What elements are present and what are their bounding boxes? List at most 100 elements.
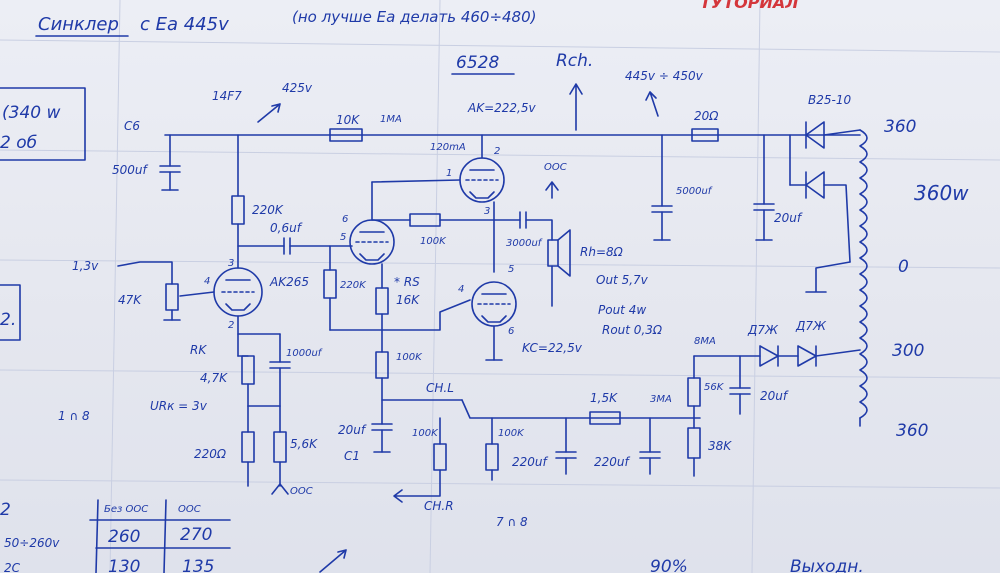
resistor-56k (687, 377, 701, 407)
ooc-top-label: OOC (544, 162, 567, 173)
left-box-line1: (340 w (2, 103, 60, 123)
arrow-rch (569, 83, 583, 131)
resistor-220 (241, 431, 255, 463)
resistor-rs-16k (375, 287, 389, 315)
r20-label: 20Ω (694, 109, 719, 123)
rch-label: Rch. (556, 51, 593, 71)
resistor-5-6k (273, 431, 287, 463)
pin-6: 6 (342, 214, 348, 225)
diode-b25-b (805, 171, 825, 199)
r100k-top-label: 100K (420, 236, 447, 247)
pin-t6: 6 (508, 326, 514, 337)
ak-v1-label: AK265 (269, 275, 309, 289)
out-label: Out 5,7v (596, 273, 649, 287)
tube-6528-label: 6528 (456, 53, 499, 73)
pout-label: Pout 4w (598, 303, 646, 317)
sym-1-8: 1 ∩ 8 (58, 409, 90, 423)
cma-label: 1MA (380, 114, 402, 125)
ooc-bottom-label: OOC (290, 486, 313, 497)
r38k-label: 38K (708, 439, 732, 453)
rs-label: * RS (394, 275, 420, 289)
c500-label: 500uf (112, 163, 149, 177)
c1-label: C1 (344, 449, 360, 463)
resistor-rk (241, 355, 255, 385)
bottom-pct: 90% (650, 557, 688, 573)
pin-v2: 2 (228, 320, 234, 331)
pin-1: 1 (446, 168, 452, 179)
tube-14f7-label: 14F7 (212, 89, 242, 103)
r220k-label: 220K (252, 203, 284, 217)
resistor-20ohm (691, 128, 719, 142)
c3000-label: 3000uf (506, 238, 543, 249)
r220k2-label: 220K (340, 280, 367, 291)
r56k-label: 5,6K (290, 437, 318, 451)
kc-label: KC=22,5v (522, 341, 583, 355)
pin-v3: 3 (228, 258, 234, 269)
ak-top-label: AK=222,5v (467, 101, 536, 115)
resistor-10k (329, 128, 363, 142)
c6-label: C6 (124, 119, 140, 133)
chl-label: СН.L (426, 381, 454, 395)
arrow-425 (257, 103, 281, 123)
diode-d7-b (797, 345, 817, 367)
title-part1: Синклер (38, 14, 119, 35)
transformer-winding (859, 129, 868, 419)
resistor-100k-mid (375, 351, 389, 379)
v445-label: 445v ÷ 450v (625, 69, 704, 83)
r100k-mid-label: 100K (396, 352, 423, 363)
pot2-label: 100K (498, 428, 525, 439)
pin-5: 5 (340, 232, 346, 243)
r220-label: 220Ω (194, 447, 227, 461)
t300-label: 300 (892, 341, 924, 361)
v13-label: 1,3v (72, 259, 99, 273)
arrow-445 (645, 91, 659, 117)
pot1-label: 100K (412, 428, 439, 439)
c1000-label: 1000uf (286, 348, 323, 359)
left-box-line2: 2 об (0, 133, 37, 153)
c220b-label: 220uf (594, 455, 631, 469)
table-r1c2: 270 (180, 525, 212, 545)
pin-t3: 3 (484, 206, 490, 217)
i3-label: 3MA (650, 394, 672, 405)
pin-4: 4 (458, 284, 464, 295)
d-b25-label: В25-10 (808, 93, 851, 107)
title-note: (но лучше Еа делать 460÷480) (292, 8, 537, 26)
left-n12: 2. (0, 310, 16, 330)
resistor-100k-top (409, 213, 441, 227)
left-note-box-2 (0, 284, 21, 341)
i8-label: 8MA (694, 336, 716, 347)
c20a-label: 20uf (338, 423, 367, 437)
urk-label: URк = 3v (150, 399, 208, 413)
pin-v4: 4 (204, 276, 210, 287)
table-h2: ООС (178, 504, 201, 515)
c06-label: 0,6uf (270, 221, 303, 235)
top-right-fragment: ТУТОРИАЛ (700, 0, 799, 12)
left-q: 2 (0, 500, 11, 520)
r10k-label: 10K (336, 113, 360, 127)
d-d7a-label: Д7Ж (747, 323, 779, 337)
r47k-label: 47K (118, 293, 142, 307)
r47k2-label: 4,7K (200, 371, 228, 385)
resistor-220k-grid (323, 269, 337, 299)
resistor-1-5k (589, 411, 621, 425)
left-note-box (0, 87, 86, 161)
title-part2: с Еа 445v (140, 14, 229, 35)
resistor-38k (687, 427, 701, 459)
pot-47k (165, 283, 179, 311)
c5000-label: 5000uf (676, 186, 713, 197)
pin-2: 2 (494, 146, 500, 157)
pin-t5: 5 (508, 264, 514, 275)
left-v2: 2C (4, 561, 21, 573)
i120-label: 120mA (430, 142, 466, 153)
t360a-label: 360 (884, 117, 916, 137)
t0-label: 0 (898, 257, 909, 277)
diode-d7-a (759, 345, 779, 367)
table-r1c1: 260 (108, 527, 140, 547)
c20c-label: 20uf (774, 211, 803, 225)
c20b-label: 20uf (760, 389, 789, 403)
table-r2c2: 135 (182, 557, 214, 573)
r56k-b-label: 56K (704, 382, 725, 393)
